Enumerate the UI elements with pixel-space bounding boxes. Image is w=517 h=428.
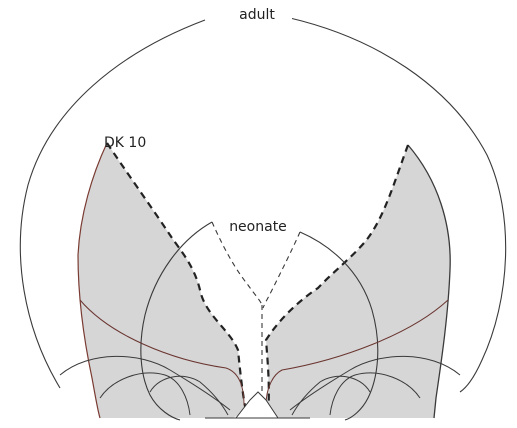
dk10-label: DK 10: [104, 135, 146, 151]
neonate-label: neonate: [229, 219, 287, 235]
neonate-right-dashed: [263, 232, 300, 308]
dk10-right-region: [266, 145, 450, 418]
adult-label: adult: [239, 7, 275, 23]
dk10-left-region: [78, 143, 246, 418]
